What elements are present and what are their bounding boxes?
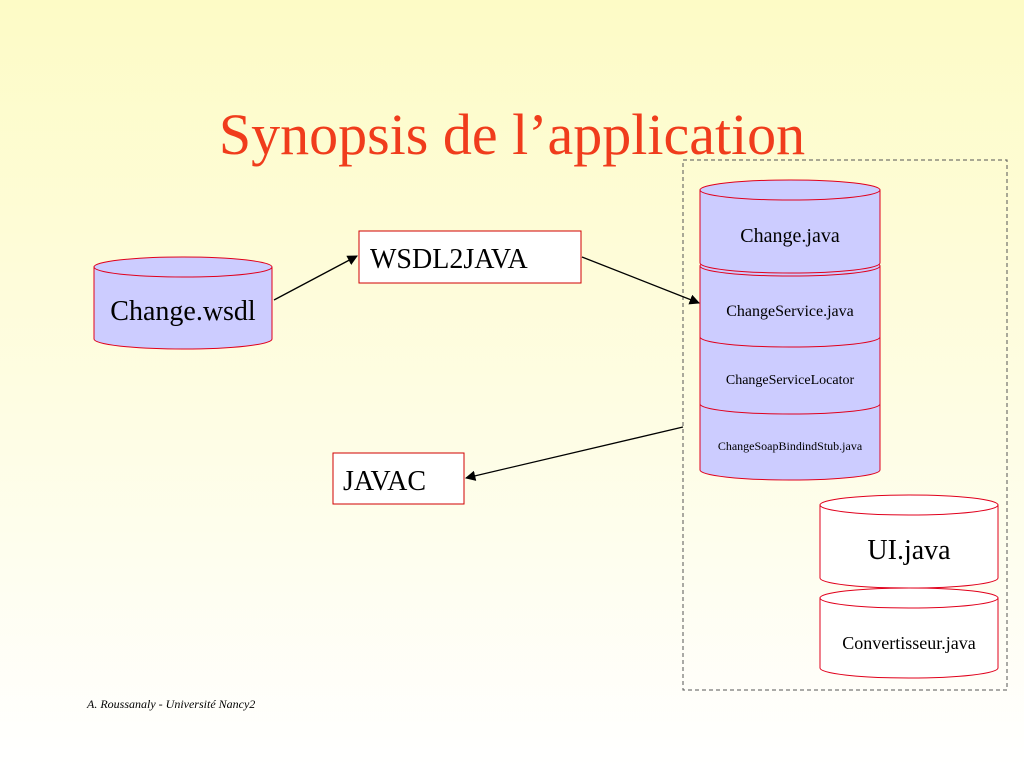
tool-box-javac: JAVAC (332, 452, 465, 505)
cylinder-convertisseur-java: Convertisseur.java (819, 587, 999, 679)
arrow-generated-to-javac (464, 426, 684, 481)
arrow-wsdl2java-to-generated (581, 256, 700, 305)
arrow-wsdl-to-wsdl2java (273, 255, 358, 301)
tool-label: WSDL2JAVA (370, 244, 528, 275)
cylinder-ui-java: UI.java (819, 494, 999, 589)
cylinder-label: ChangeService.java (726, 303, 854, 320)
tool-box-wsdl2java: WSDL2JAVA (358, 230, 582, 284)
cylinder-label: ChangeServiceLocator (726, 373, 855, 388)
cylinder-label: Convertisseur.java (842, 633, 975, 653)
cylinder-change-java: Change.java (699, 179, 881, 274)
slide-title: Synopsis de l’application (218, 102, 806, 167)
generated-files-container (682, 159, 1008, 691)
cylinder-label: UI.java (867, 535, 951, 566)
cylinder-label: Change.java (740, 225, 840, 247)
tool-label: JAVAC (343, 466, 426, 497)
cylinder-label: ChangeSoapBindindStub.java (718, 439, 863, 453)
slide-footer: A. Roussanaly - Université Nancy2 (87, 697, 256, 711)
cylinder-change-wsdl: Change.wsdl (93, 256, 273, 350)
cylinder-label: Change.wsdl (110, 296, 256, 327)
